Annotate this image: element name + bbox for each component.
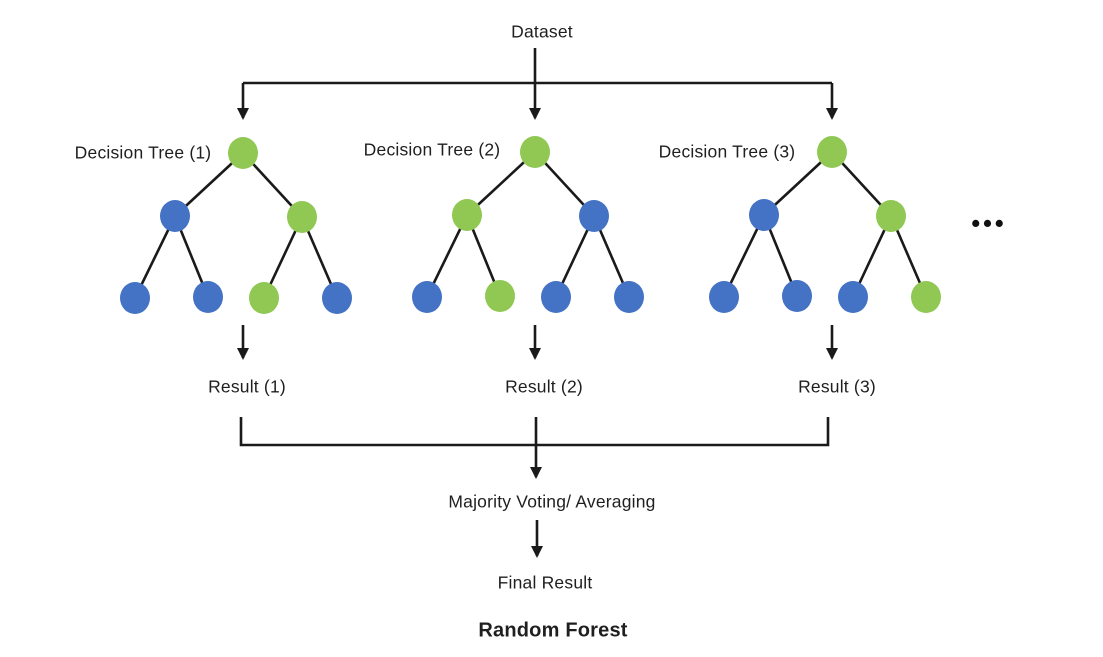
result-3-label: Result (3) — [798, 376, 876, 397]
majority-voting-label: Majority Voting/ Averaging — [448, 491, 656, 512]
tree-3-edge-root-left — [763, 151, 833, 216]
results-merge-bracket — [239, 417, 830, 447]
decision-tree-2 — [412, 136, 644, 313]
tree-2-node-left-left — [412, 281, 442, 313]
decision-tree-2-label: Decision Tree (2) — [363, 139, 501, 160]
result-2-label: Result (2) — [505, 376, 583, 397]
tree-3-node-right-left — [838, 281, 868, 313]
tree-3-node-left-left — [709, 281, 739, 313]
tree-2-node-right-right — [614, 281, 644, 313]
decision-tree-1 — [120, 137, 352, 314]
final-result-label: Final Result — [497, 572, 593, 593]
decision-tree-3 — [709, 136, 941, 313]
decision-tree-3-label: Decision Tree (3) — [658, 141, 796, 162]
tree-2-node-right — [579, 200, 609, 232]
tree-1-node-root — [228, 137, 258, 169]
tree-3-node-right — [876, 200, 906, 232]
tree-2-node-left — [452, 199, 482, 231]
tree-3-node-left-right — [782, 280, 812, 312]
tree-1-node-right-right — [322, 282, 352, 314]
tree-1-node-left-left — [120, 282, 150, 314]
diagram-title: Random Forest — [478, 619, 628, 642]
tree-3-node-right-right — [911, 281, 941, 313]
tree-2-node-left-right — [485, 280, 515, 312]
tree-3-node-left — [749, 199, 779, 231]
more-trees-ellipsis-icon: ••• — [971, 209, 1007, 238]
dataset-label: Dataset — [511, 21, 573, 42]
tree-1-node-left-right — [193, 281, 223, 313]
tree-1-edge-root-left — [174, 152, 244, 217]
result-1-label: Result (1) — [208, 376, 286, 397]
trees-layer — [120, 136, 941, 314]
decision-tree-1-label: Decision Tree (1) — [74, 142, 212, 163]
tree-1-node-right-left — [249, 282, 279, 314]
tree-2-node-right-left — [541, 281, 571, 313]
tree-1-node-right — [287, 201, 317, 233]
tree-1-node-left — [160, 200, 190, 232]
tree-3-node-root — [817, 136, 847, 168]
tree-2-node-root — [520, 136, 550, 168]
tree-2-edge-root-left — [466, 151, 536, 216]
